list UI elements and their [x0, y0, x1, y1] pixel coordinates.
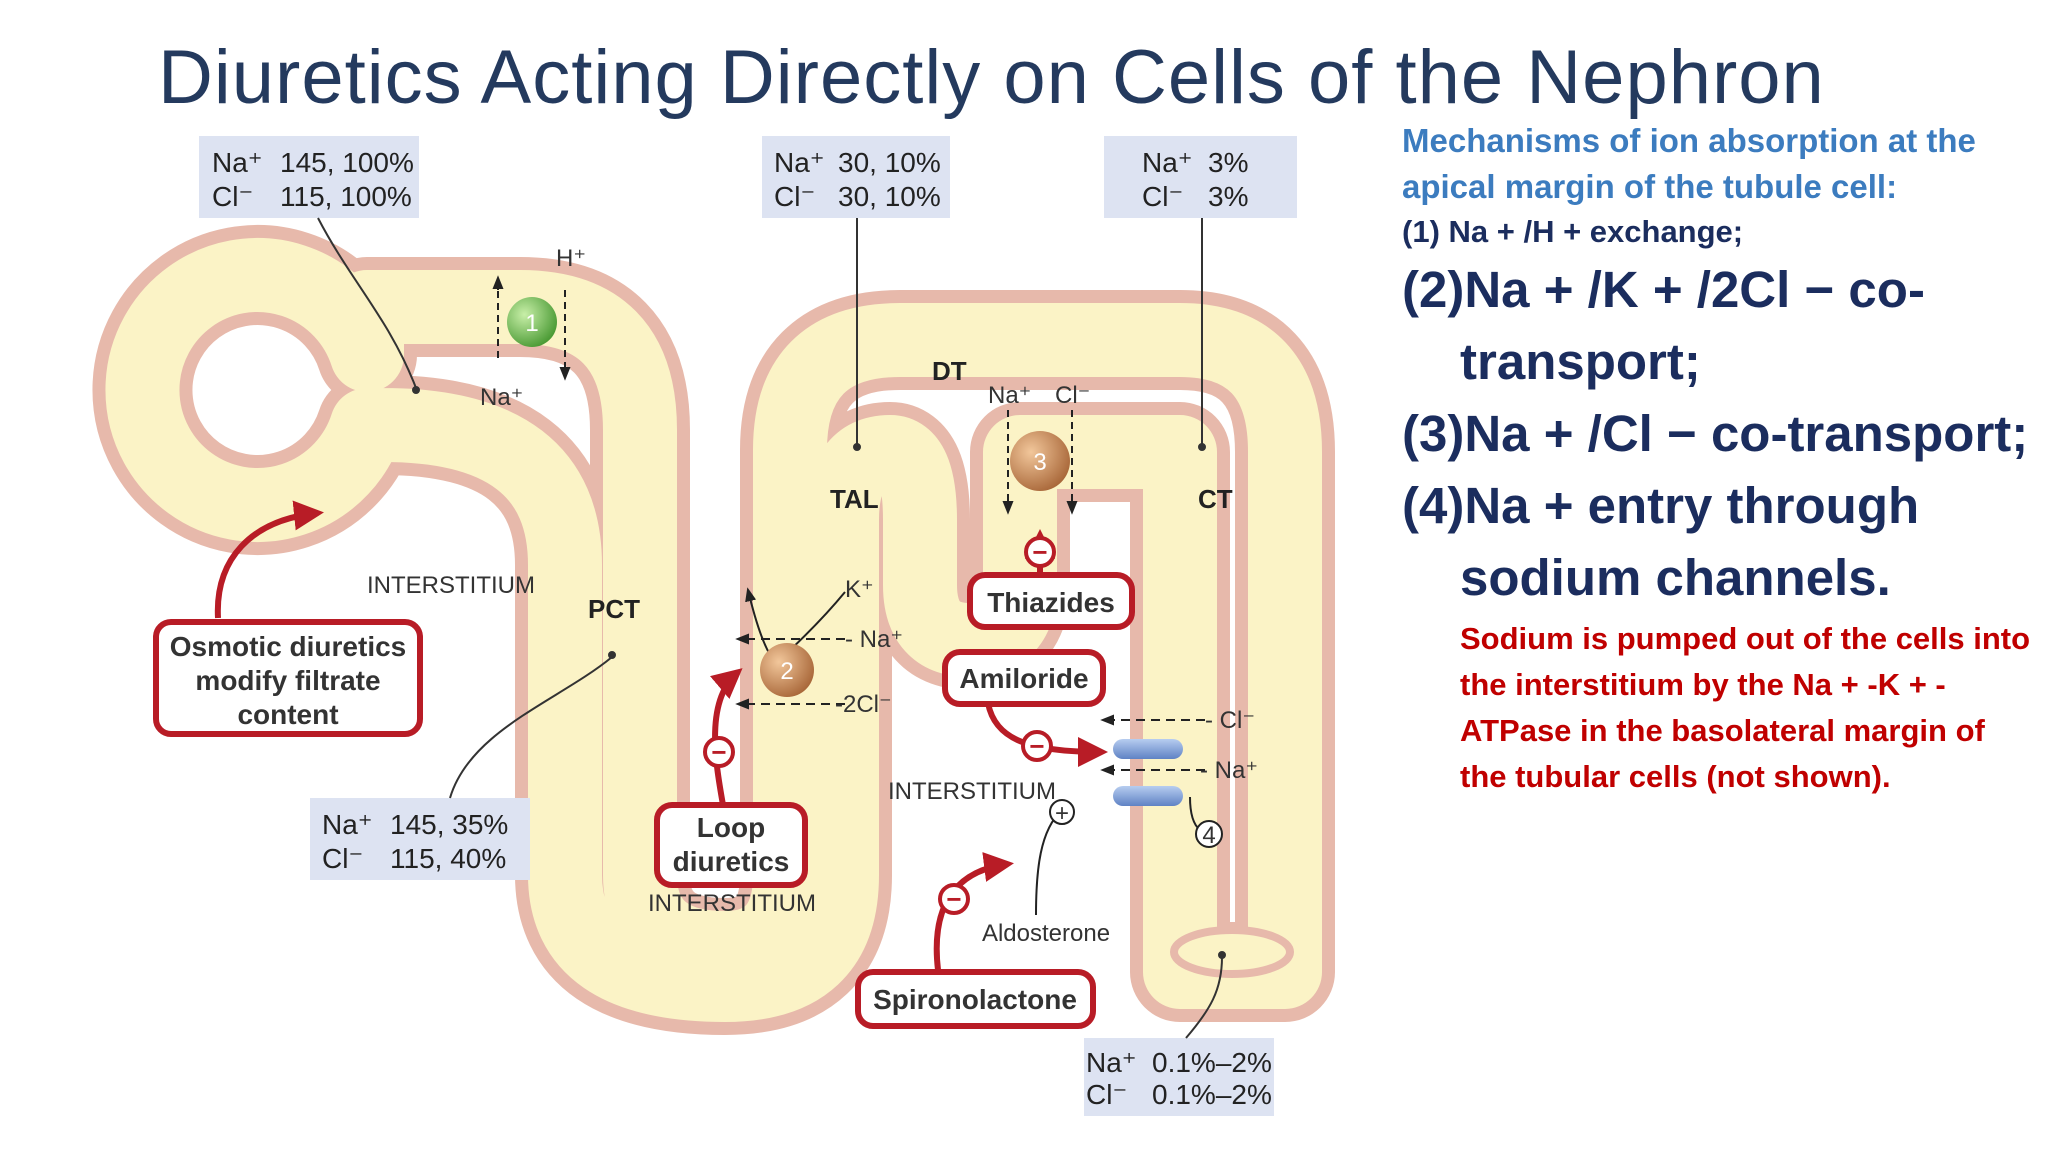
drug-loop-diuretics: − Loop diuretics — [654, 668, 808, 888]
svg-text:- Cl⁻: - Cl⁻ — [1205, 707, 1255, 734]
mechanism-item-1: (1) Na + /H + exchange; — [1402, 214, 1744, 249]
nephron-tubule — [92, 225, 1335, 1035]
svg-text:Amiloride: Amiloride — [959, 663, 1088, 694]
aldosterone: + Aldosterone — [982, 799, 1110, 947]
svg-text:0.1%–2%: 0.1%–2% — [1152, 1079, 1272, 1110]
channel-subunit — [1113, 786, 1183, 806]
svg-text:115, 40%: 115, 40% — [390, 843, 506, 874]
svg-text:4: 4 — [1202, 822, 1215, 849]
svg-text:Cl⁻: Cl⁻ — [212, 181, 253, 212]
svg-text:Cl⁻: Cl⁻ — [774, 181, 815, 212]
svg-text:−: − — [711, 737, 726, 767]
ion-box-glomerulus: Na⁺ 145, 100% Cl⁻ 115, 100% — [199, 136, 419, 218]
svg-text:2: 2 — [780, 658, 793, 685]
svg-text:- Na⁺: - Na⁺ — [1200, 757, 1258, 784]
svg-text:115, 100%: 115, 100% — [280, 181, 412, 212]
svg-text:Cl⁻: Cl⁻ — [1055, 382, 1090, 409]
svg-text:145, 100%: 145, 100% — [280, 147, 414, 178]
svg-text:3%: 3% — [1208, 147, 1248, 178]
transporter-4-sodium-channel: - Cl⁻ - Na⁺ 4 — [1100, 707, 1258, 849]
svg-text:30, 10%: 30, 10% — [838, 147, 941, 178]
transporter-number: 1 — [525, 310, 538, 337]
svg-text:Na⁺: Na⁺ — [480, 384, 523, 411]
svg-text:−: − — [946, 884, 961, 914]
svg-text:Na⁺: Na⁺ — [212, 147, 263, 178]
svg-text:Na⁺: Na⁺ — [774, 147, 825, 178]
svg-text:3: 3 — [1033, 449, 1046, 476]
svg-text:Na⁺: Na⁺ — [1086, 1047, 1137, 1078]
drug-osmotic-diuretics: Osmotic diuretics modify filtrate conten… — [153, 500, 423, 737]
channel-subunit — [1113, 739, 1183, 759]
svg-text:3%: 3% — [1208, 181, 1248, 212]
sodium-pump-note: Sodium is pumped out of the cells into t… — [1460, 621, 2031, 794]
drug-thiazides: − Thiazides — [967, 529, 1135, 630]
ion-box-ct: Na⁺ 0.1%–2% Cl⁻ 0.1%–2% — [1084, 1038, 1274, 1116]
mechanisms-panel: Mechanisms of ion absorption at the apic… — [1402, 118, 2032, 800]
segment-label-ct: CT — [1198, 484, 1233, 514]
transporter-3-ncc: 3 Na⁺ Cl⁻ — [988, 382, 1090, 515]
svg-text:Cl⁻: Cl⁻ — [1086, 1079, 1127, 1110]
svg-text:Cl⁻: Cl⁻ — [1142, 181, 1183, 212]
svg-text:Spironolactone: Spironolactone — [873, 984, 1077, 1015]
slide-title: Diuretics Acting Directly on Cells of th… — [158, 35, 1825, 120]
svg-text:Thiazides: Thiazides — [987, 587, 1115, 618]
svg-text:Osmotic diuretics: Osmotic diuretics — [170, 631, 407, 662]
collecting-tubule-opening — [1170, 926, 1294, 978]
svg-text:145, 35%: 145, 35% — [390, 809, 508, 840]
mechanisms-heading: Mechanisms of ion absorption at the apic… — [1402, 122, 1976, 205]
svg-text:Na⁺: Na⁺ — [988, 382, 1031, 409]
svg-text:0.1%–2%: 0.1%–2% — [1152, 1047, 1272, 1078]
svg-text:−: − — [1032, 537, 1047, 567]
svg-text:content: content — [237, 699, 338, 730]
aldosterone-label: Aldosterone — [982, 920, 1110, 947]
svg-text:30, 10%: 30, 10% — [838, 181, 941, 212]
svg-text:diuretics: diuretics — [673, 846, 790, 877]
mechanism-item-4: (4)Na + entry through sodium channels. — [1402, 477, 1920, 606]
transporter-2-nkcc: 2 K⁺ - Na⁺ -2Cl⁻ — [735, 576, 903, 718]
svg-text:K⁺: K⁺ — [845, 576, 874, 603]
svg-text:-2Cl⁻: -2Cl⁻ — [835, 691, 892, 718]
interstitium-label-1: INTERSTITIUM — [367, 572, 535, 599]
svg-text:- Na⁺: - Na⁺ — [845, 626, 903, 653]
drug-amiloride: − Amiloride — [942, 649, 1108, 767]
drug-spironolactone: − Spironolactone — [855, 852, 1096, 1029]
svg-text:Cl⁻: Cl⁻ — [322, 843, 363, 874]
svg-text:modify filtrate: modify filtrate — [195, 665, 380, 696]
mechanism-item-3: (3)Na + /Cl − co-transport; — [1402, 405, 2029, 462]
segment-label-pct: PCT — [588, 594, 640, 624]
svg-text:Na⁺: Na⁺ — [322, 809, 373, 840]
interstitium-label-3: INTERSTITIUM — [648, 890, 816, 917]
interstitium-label-2: INTERSTITIUM — [888, 778, 1056, 805]
segment-label-dt: DT — [932, 356, 967, 386]
ion-box-pct: Na⁺ 145, 35% Cl⁻ 115, 40% — [310, 798, 530, 880]
svg-text:H⁺: H⁺ — [556, 245, 586, 272]
leader-lines — [317, 217, 1226, 1039]
svg-text:Loop: Loop — [697, 812, 765, 843]
svg-text:Na⁺: Na⁺ — [1142, 147, 1193, 178]
ion-box-tal: Na⁺ 30, 10% Cl⁻ 30, 10% — [762, 136, 950, 218]
transporter-1-na-h-exchanger: 1 H⁺ Na⁺ — [480, 245, 586, 411]
mechanism-item-2: (2)Na + /K + /2Cl − co-transport; — [1402, 261, 1925, 390]
svg-text:+: + — [1055, 800, 1069, 827]
ion-box-dt: Na⁺ 3% Cl⁻ 3% — [1104, 136, 1297, 218]
nephron-diagram: Na⁺ 145, 100% Cl⁻ 115, 100% Na⁺ 145, 35%… — [92, 136, 1335, 1116]
svg-text:−: − — [1029, 731, 1044, 761]
segment-label-tal: TAL — [830, 484, 879, 514]
